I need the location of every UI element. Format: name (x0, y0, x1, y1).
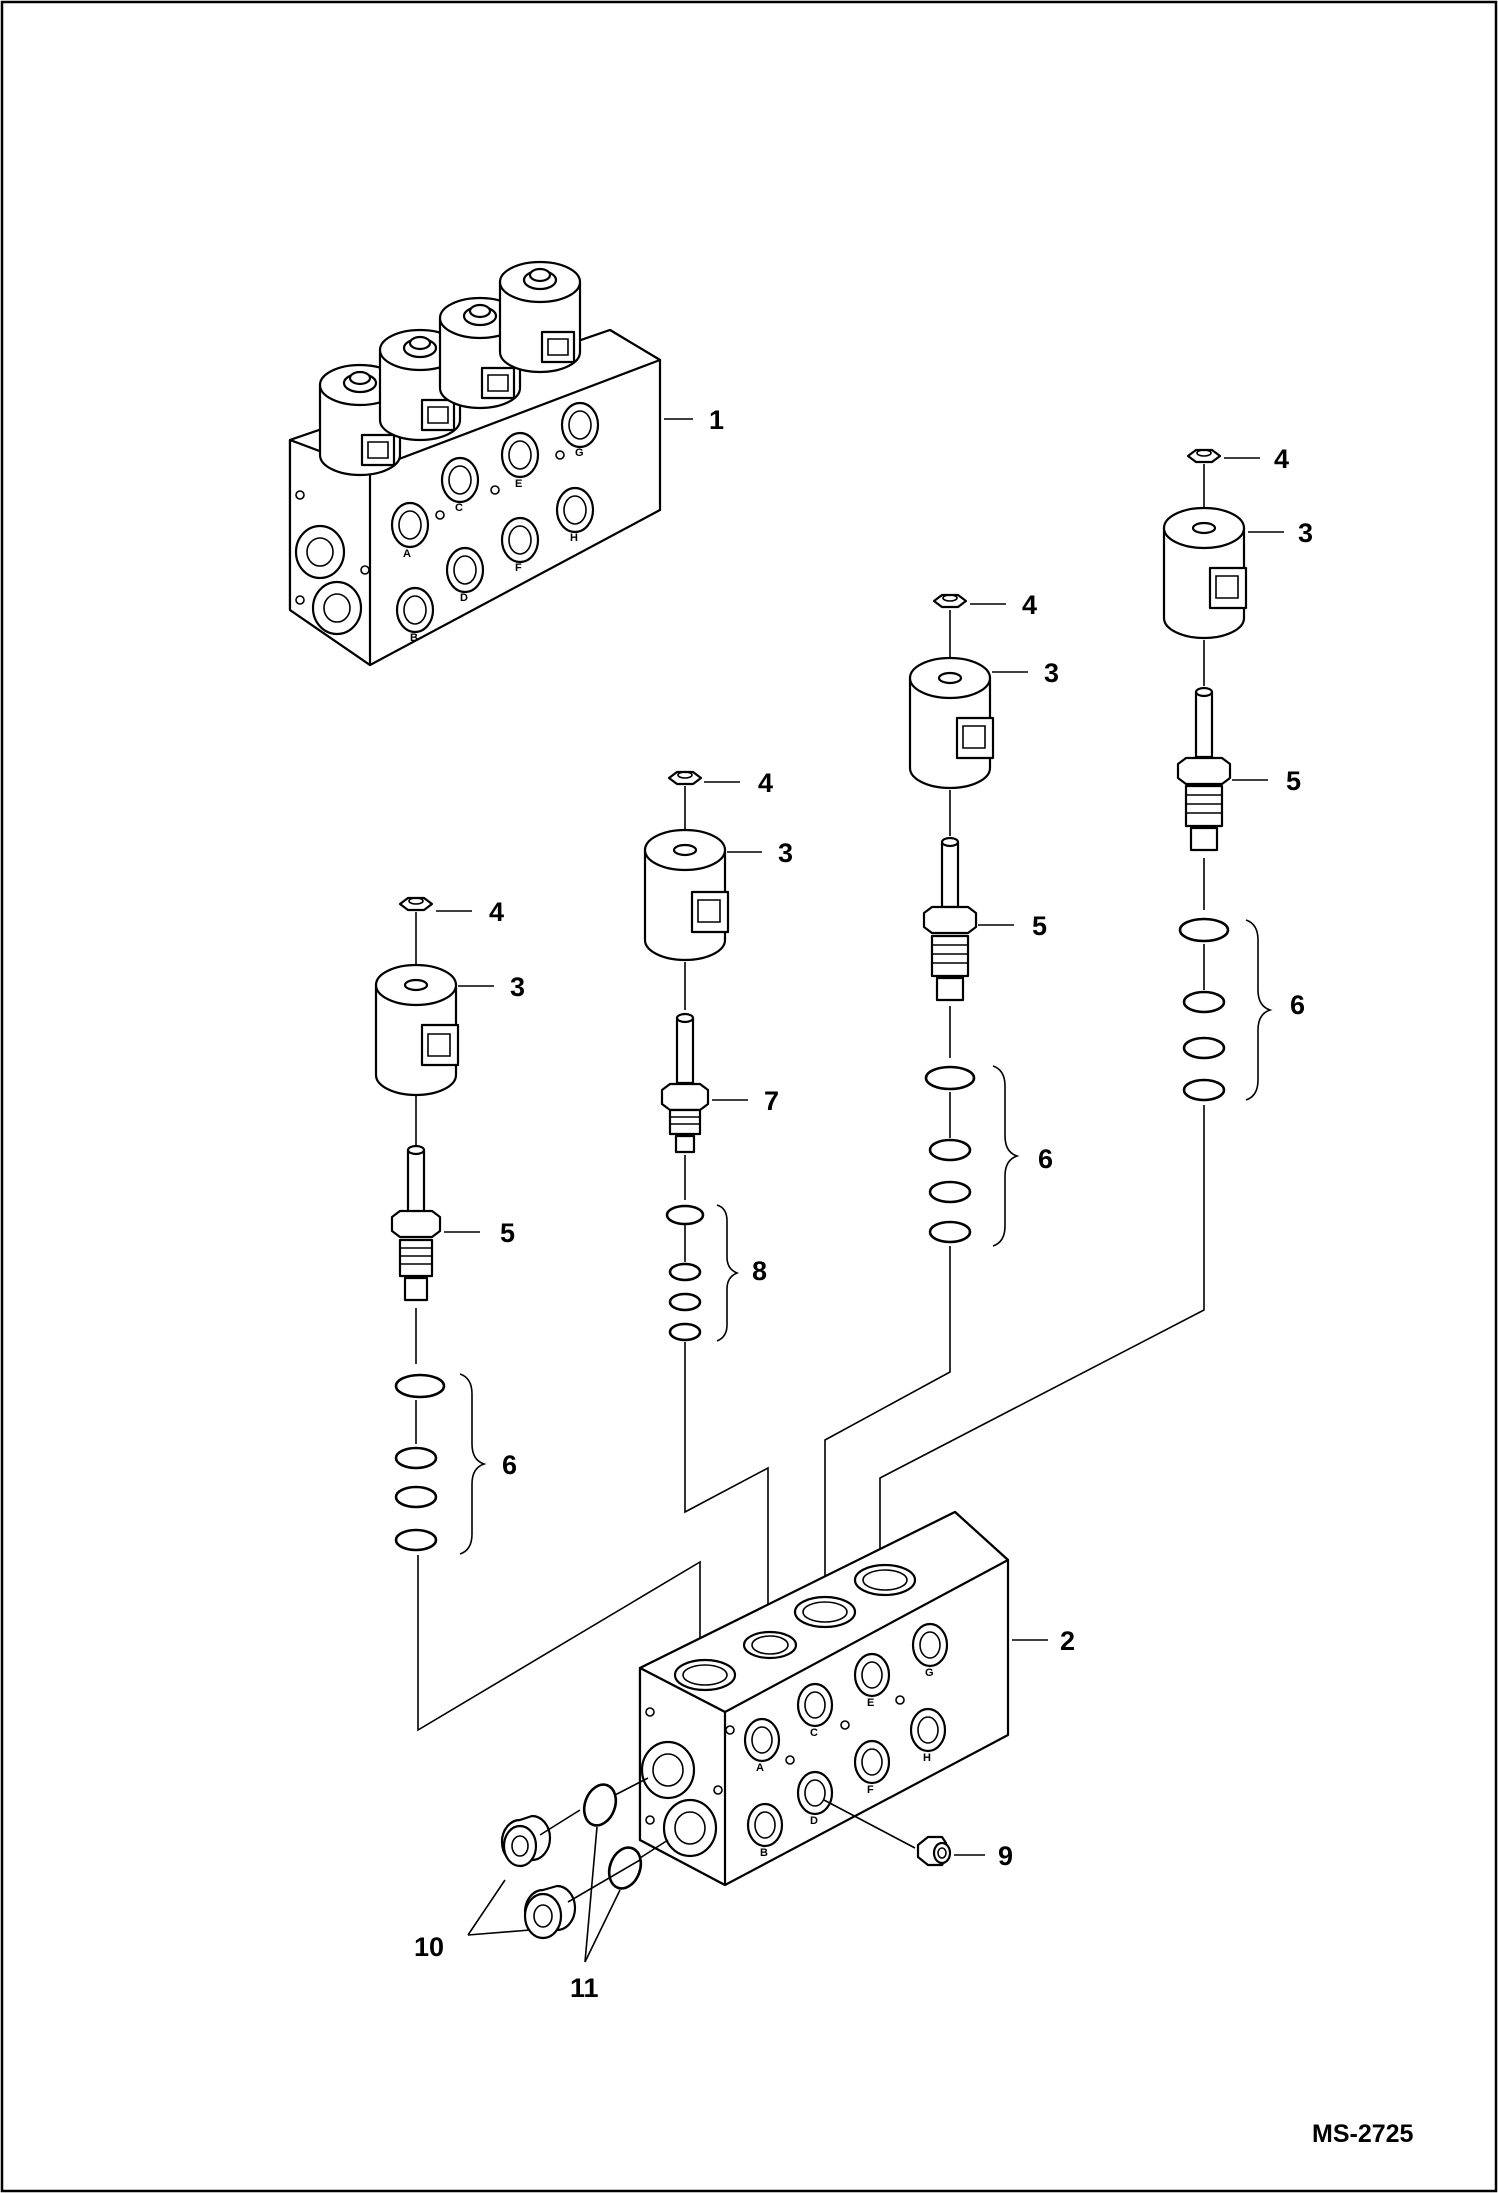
callout-6-right: 6 (1290, 990, 1305, 1020)
top-cavities (673, 1563, 917, 1692)
port-label-d: D (810, 1815, 818, 1827)
o-ring-11-upper (582, 1777, 649, 1827)
callout-3-left: 3 (510, 972, 525, 1002)
port-label-a: A (403, 548, 411, 560)
valve-stack-4: 4 3 5 6 (879, 444, 1313, 1572)
leader-10a (467, 1879, 506, 1936)
port-label-c: C (455, 502, 463, 514)
assembly-path-2 (684, 1342, 769, 1632)
valve-stack-2: 4 3 7 8 (643, 768, 793, 1632)
front-ports-bottom-row (395, 486, 595, 634)
callout-5-left: 5 (500, 1218, 515, 1248)
seal-kit-8 (665, 1204, 705, 1342)
front-ports-top-row (743, 1622, 949, 1763)
callout-9: 9 (998, 1841, 1013, 1871)
drawing-id: MS-2725 (1312, 2120, 1414, 2148)
brace-6 (992, 1065, 1020, 1247)
plug-9: 9 (823, 1799, 1013, 1871)
seal-kit-6 (1178, 917, 1230, 1102)
callout-3-third: 3 (1044, 658, 1059, 688)
port-label-h: H (570, 532, 578, 544)
cartridge-valve-5 (922, 836, 978, 1002)
seal-kit-6 (924, 1065, 976, 1244)
leader-11a (584, 1826, 598, 1963)
end-port-lower (662, 1798, 718, 1858)
plug-10-lower (523, 1859, 641, 1940)
coil-3 (374, 963, 460, 1097)
leader-11b (584, 1889, 621, 1963)
port-label-d: D (460, 592, 468, 604)
brace-8 (716, 1204, 740, 1342)
assembly-path-1 (417, 1555, 701, 1732)
cartridge-valve-5 (1176, 686, 1232, 852)
port-label-e: E (867, 1697, 874, 1709)
port-label-h: H (923, 1752, 931, 1764)
valve-assembly-1: A B C D E F G H (288, 260, 724, 667)
port-label-f: F (515, 562, 522, 574)
callout-1: 1 (709, 405, 724, 435)
callout-4-left: 4 (489, 897, 504, 927)
port-label-g: G (575, 447, 584, 459)
callout-4-right: 4 (1274, 444, 1289, 474)
brace-6 (1245, 919, 1273, 1101)
assembly-path-4 (879, 1105, 1205, 1572)
assembly-path-3 (824, 1246, 951, 1602)
port-label-g: G (925, 1667, 934, 1679)
end-port-upper (640, 1740, 696, 1800)
front-ports-bottom-row (746, 1707, 947, 1848)
callout-3-second: 3 (778, 838, 793, 868)
callout-10: 10 (414, 1932, 444, 1962)
brace-6 (459, 1373, 487, 1555)
cartridge-valve-7 (660, 1012, 710, 1154)
coil-3 (908, 656, 995, 790)
end-port-upper (294, 524, 346, 580)
callout-4-second: 4 (758, 768, 773, 798)
callout-8: 8 (752, 1256, 767, 1286)
seal-kit-6 (394, 1373, 446, 1552)
callout-4-third: 4 (1022, 590, 1037, 620)
port-label-f: F (867, 1784, 874, 1796)
port-label-a: A (756, 1762, 764, 1774)
plug-10-upper (500, 1809, 581, 1868)
leader-10b (467, 1929, 531, 1936)
coil-3 (643, 828, 730, 962)
callout-11: 11 (570, 1973, 599, 2003)
callout-3-right: 3 (1298, 518, 1313, 548)
cartridge-valve-5 (390, 1144, 442, 1302)
port-label-b: B (410, 632, 418, 644)
o-ring-11-lower (607, 1839, 669, 1890)
front-ports-top-row (390, 401, 600, 549)
port-label-e: E (515, 478, 522, 490)
callout-6-left: 6 (502, 1450, 517, 1480)
valve-block-2: A B C D E F G H 2 (638, 1510, 1075, 1887)
callout-6-third: 6 (1038, 1144, 1053, 1174)
callout-7: 7 (764, 1086, 779, 1116)
callout-2: 2 (1060, 1626, 1075, 1656)
valve-stack-1: 4 3 5 6 (374, 896, 701, 1732)
coil-4 (498, 260, 582, 374)
end-port-lower (311, 580, 363, 636)
callout-5-third: 5 (1032, 911, 1047, 941)
valve-stack-3: 4 3 5 6 (824, 590, 1059, 1602)
port-label-b: B (760, 1847, 768, 1859)
coil-3 (1162, 506, 1248, 640)
port-label-c: C (810, 1727, 818, 1739)
callout-5-right: 5 (1286, 766, 1301, 796)
